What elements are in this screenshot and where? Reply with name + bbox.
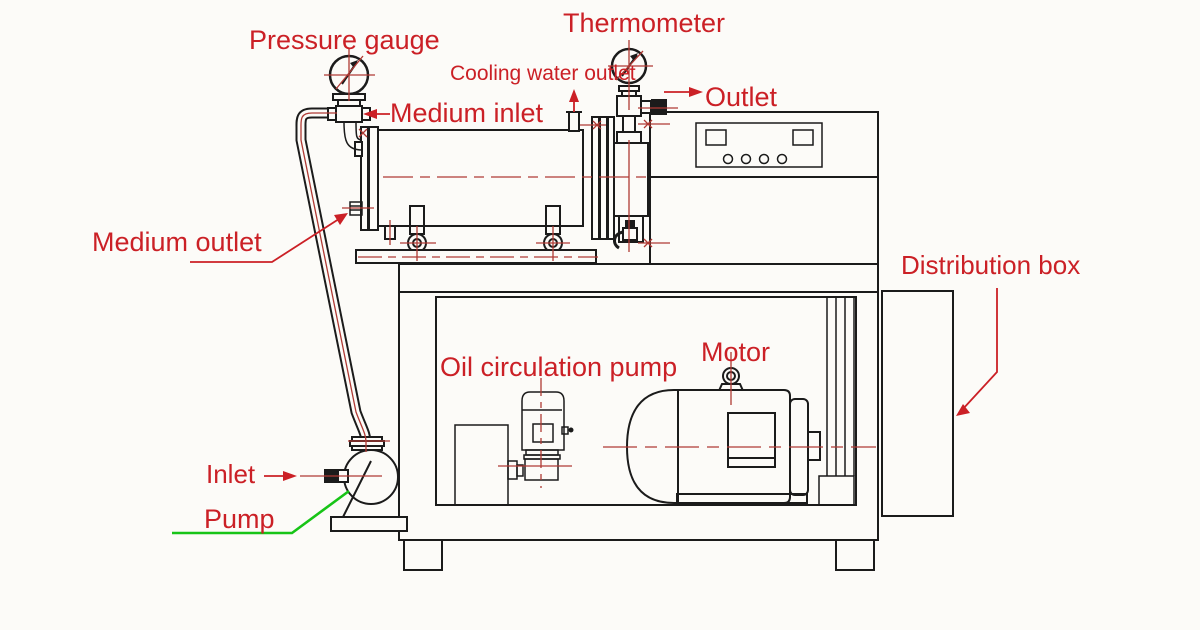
cooling-water-arrow: [569, 89, 579, 102]
bearing-housing: [613, 142, 649, 217]
motor-shaft: [807, 431, 821, 461]
upper-cabinet: [649, 111, 879, 265]
label-inlet: Inlet: [206, 459, 256, 489]
label-medium-inlet: Medium inlet: [390, 98, 544, 128]
outlet-nozzle-tip: [651, 99, 667, 115]
label-medium-outlet: Medium outlet: [92, 227, 262, 257]
control-panel: [695, 122, 823, 168]
panel-knob: [722, 153, 734, 165]
oil-circulation-pump-drawing: [454, 391, 574, 506]
pump-leader-line: [172, 489, 350, 535]
label-pressure-gauge: Pressure gauge: [249, 25, 440, 55]
label-oil-circulation-pump: Oil circulation pump: [440, 352, 678, 382]
left-foot: [403, 539, 443, 571]
centerlines: [300, 40, 876, 488]
cooling-water-stub: [566, 111, 582, 132]
panel-knob: [740, 153, 752, 165]
belt-pulley: [818, 297, 855, 506]
label-distribution-box: Distribution box: [901, 250, 1081, 280]
right-flange: [599, 116, 608, 240]
outlet-arrow: [689, 87, 703, 97]
drain-valve: [613, 220, 638, 250]
left-flange: [368, 126, 379, 231]
mill-chamber: [349, 111, 649, 264]
medium-outlet-arrow: [334, 213, 348, 225]
panel-button: [705, 129, 727, 146]
medium-inlet-arrow: [363, 109, 377, 119]
distribution-box-arrow: [956, 404, 970, 416]
motor-base: [676, 493, 808, 504]
label-outlet: Outlet: [705, 82, 778, 112]
panel-button: [792, 129, 814, 146]
label-motor: Motor: [701, 337, 771, 367]
label-pump: Pump: [204, 504, 275, 534]
leader-arrows: [190, 87, 998, 481]
label-thermometer: Thermometer: [563, 8, 726, 38]
feed-pipe: [295, 107, 372, 452]
right-flange: [591, 116, 600, 240]
oil-pump-bracket: [454, 424, 509, 506]
label-cooling-water-outlet: Cooling water outlet: [450, 62, 636, 85]
terminal-box: [727, 412, 776, 468]
motor-drawing: [625, 367, 821, 504]
pump-base: [330, 516, 408, 532]
distribution-box-outline: [881, 290, 954, 517]
outlet-nozzle: [640, 100, 652, 114]
right-foot: [835, 539, 875, 571]
inlet-arrow: [283, 471, 297, 481]
panel-knob: [776, 153, 788, 165]
panel-knob: [758, 153, 770, 165]
machine-frame: [398, 263, 879, 571]
